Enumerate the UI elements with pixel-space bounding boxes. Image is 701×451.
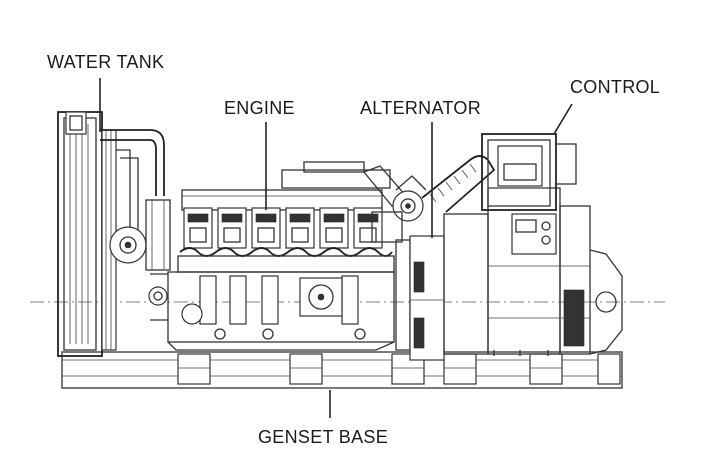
- genset-base-frame: [61, 351, 623, 389]
- alternator: [395, 187, 623, 361]
- genset-base-label: GENSET BASE: [258, 427, 389, 447]
- control-label: CONTROL: [570, 77, 661, 97]
- turbocharger-exhaust: [362, 155, 496, 243]
- engine-block: [145, 161, 395, 351]
- water-tank-radiator: [57, 111, 165, 357]
- control-box: [481, 133, 577, 211]
- engine-label: ENGINE: [224, 98, 295, 118]
- alternator-label: ALTERNATOR: [360, 98, 482, 118]
- control-leader: [553, 103, 573, 135]
- water-tank-label: WATER TANK: [47, 52, 165, 72]
